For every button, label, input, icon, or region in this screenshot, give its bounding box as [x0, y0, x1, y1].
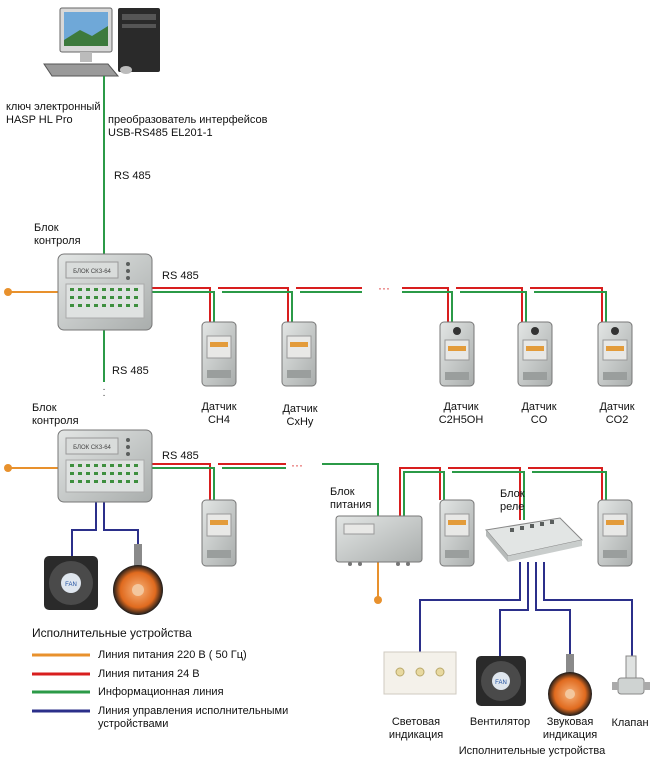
- sensor-icon: [597, 321, 633, 387]
- power-block-label: Блок питания: [330, 486, 372, 511]
- legend-item-control: Линия управления исполнительными устройс…: [98, 705, 289, 730]
- power-supply-icon: [335, 515, 423, 566]
- sensor-ch4-label: Датчик CH4: [201, 401, 237, 426]
- control-unit-icon: БЛОК СКЗ-64: [57, 429, 153, 503]
- legend-item-24v: Линия питания 24 В: [98, 668, 200, 680]
- rs485-label-unit2: RS 485: [162, 450, 199, 462]
- svg-text:·: ·: [102, 390, 105, 401]
- svg-text:FAN: FAN: [495, 680, 507, 686]
- svg-text:БЛОК СКЗ-64: БЛОК СКЗ-64: [73, 269, 111, 275]
- sensor-icon: [597, 499, 633, 567]
- sensor-icon: [201, 321, 237, 387]
- sensor-icon: [201, 499, 237, 567]
- legend-title: Исполнительные устройства: [32, 626, 192, 640]
- valve-label: Клапан: [611, 717, 649, 729]
- svg-text:БЛОК СКЗ-64: БЛОК СКЗ-64: [73, 445, 111, 451]
- valve-icon: [612, 655, 650, 695]
- actuators-caption: Исполнительные устройства: [458, 745, 606, 757]
- key-label: ключ электронный HASP HL Pro: [6, 101, 101, 126]
- rs485-label-pc: RS 485: [114, 170, 151, 182]
- siren-icon: [548, 654, 592, 716]
- converter-label: преобразователь интерфейсов USB-RS485 EL…: [108, 114, 268, 139]
- svg-text:·: ·: [102, 384, 105, 395]
- computer-icon: [43, 7, 160, 77]
- rs485-label-between: RS 485: [112, 365, 149, 377]
- fan-icon: FAN: [476, 656, 526, 706]
- siren-icon: [113, 544, 163, 615]
- rs485-label-unit1: RS 485: [162, 270, 199, 282]
- sound-indication-label: Звуковая индикация: [542, 716, 598, 741]
- control-unit-icon: БЛОК СКЗ-64: [57, 253, 153, 331]
- legend-item-info: Информационная линия: [98, 686, 224, 698]
- bus-row1: ···: [150, 281, 607, 322]
- control-lines: [71, 500, 633, 656]
- light-indication-label: Световая индикация: [388, 716, 444, 741]
- fan-label: Вентилятор: [469, 716, 531, 728]
- legend-item-220v: Линия питания 220 В ( 50 Гц): [98, 649, 247, 661]
- control-unit-2-label: Блок контроля: [32, 402, 79, 427]
- sensor-icon: [439, 499, 475, 567]
- sensor-c2h5oh-label: Датчик C2H5OH: [438, 401, 484, 426]
- relay-block-label: Блок реле: [500, 488, 525, 513]
- svg-text:···: ···: [378, 281, 390, 295]
- sensor-icon: [439, 321, 475, 387]
- svg-text:···: ···: [291, 458, 303, 472]
- sensor-icon: [281, 321, 317, 387]
- bus-row2: ···: [150, 458, 607, 520]
- legend-swatches: [32, 653, 90, 713]
- sensor-icon: [517, 321, 553, 387]
- sensor-co-label: Датчик CO: [521, 401, 557, 426]
- relay-block-icon: [485, 517, 584, 562]
- sensor-cxhy-label: Датчик CxHy: [282, 403, 318, 428]
- svg-text:FAN: FAN: [65, 582, 77, 588]
- sensor-co2-label: Датчик CO2: [599, 401, 635, 426]
- fan-icon: FAN: [44, 556, 98, 610]
- control-unit-1-label: Блок контроля: [34, 222, 81, 247]
- lamp-panel-icon: [383, 651, 457, 695]
